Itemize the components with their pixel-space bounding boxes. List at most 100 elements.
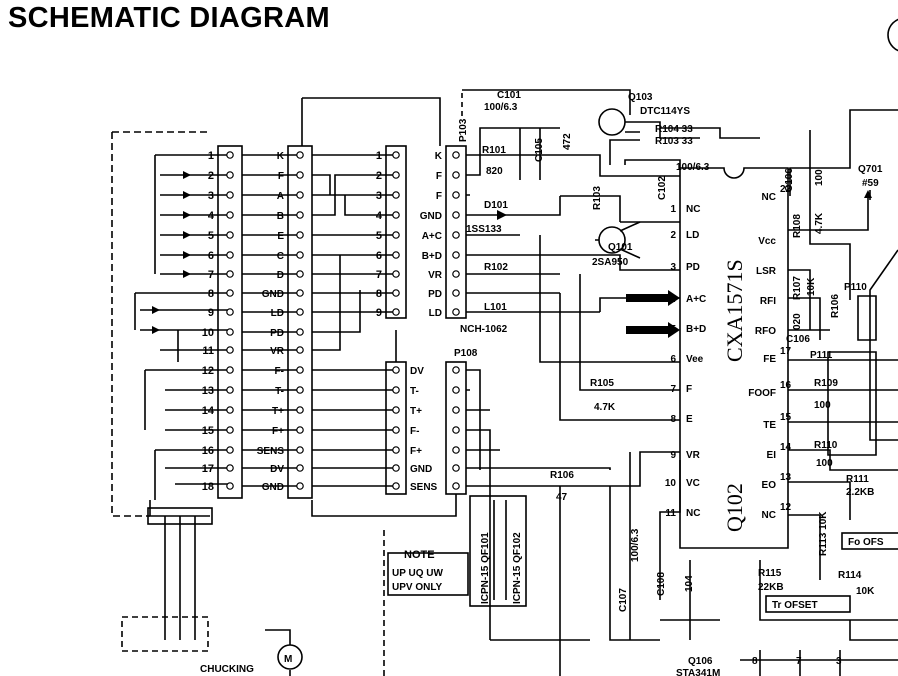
ic-pin-name-3: PD: [686, 262, 700, 273]
ic-pin-name-11: NC: [686, 508, 700, 519]
ic-pin-num-5: 5: [670, 324, 676, 335]
q106-part: STA341M: [676, 668, 720, 676]
p103-label: P103: [458, 118, 469, 142]
r110-value: 100: [816, 458, 833, 469]
mid-pin-15: [296, 426, 304, 434]
p111-label: P111: [810, 350, 833, 361]
left-pin-14: [226, 406, 234, 414]
r104-label: R104 33: [655, 124, 693, 135]
ic-pin-name-7: F: [686, 384, 692, 395]
left-signal-3: A: [277, 191, 284, 202]
p103-signal-3: F: [436, 191, 442, 202]
p108-left-pin-6: [392, 464, 400, 472]
left-signal-8: GND: [262, 289, 284, 300]
ic-pin-num-7: 7: [670, 384, 676, 395]
left-pin-17: [226, 464, 234, 472]
left-pin-8: [226, 289, 234, 297]
mid-pin-7: [296, 270, 304, 278]
mid-pin-18: [296, 482, 304, 490]
chucking-label: CHUCKING: [200, 664, 254, 675]
mid-pin-12: [296, 366, 304, 374]
r106b-label: R106: [830, 294, 841, 318]
p103-pin-number-6: 6: [376, 250, 382, 262]
left-pin-number-7: 7: [208, 269, 214, 281]
left-pin-2: [226, 171, 234, 179]
c108-top-label: C106: [786, 334, 810, 345]
left-pin-number-8: 8: [208, 288, 214, 300]
p103-right-pin-2: [452, 171, 460, 179]
left-signal-6: C: [277, 251, 284, 262]
mid-pin-13: [296, 386, 304, 394]
left-signal-17: DV: [270, 464, 284, 475]
left-signal-10: PD: [270, 328, 284, 339]
l101-label: L101: [484, 302, 507, 313]
p103-right-pin-4: [452, 211, 460, 219]
left-pin-number-12: 12: [202, 365, 214, 377]
ic-pin-num-10: 10: [665, 478, 677, 489]
mid-pin-6: [296, 251, 304, 259]
q103-part: DTC114YS: [640, 106, 690, 117]
p108-signal-3: T+: [410, 406, 422, 417]
note-line-2: UPV ONLY: [392, 582, 443, 593]
mid-pin-17: [296, 464, 304, 472]
p103-pin-number-1: 1: [376, 150, 382, 162]
ic-right-pin-num-14: 14: [780, 442, 792, 453]
left-signal-5: E: [277, 231, 284, 242]
r105-label: R105: [590, 378, 614, 389]
q106-pin-3: 3: [836, 656, 842, 667]
ic-right-pin-name-2: Vcc: [758, 236, 776, 247]
left-signal-1: K: [277, 151, 285, 162]
p103-right-pin-7: [452, 270, 460, 278]
c101-label: C101: [497, 90, 521, 101]
r101-label: R101: [482, 145, 506, 156]
left-signal-11: VR: [270, 346, 285, 357]
r101-value: 820: [486, 166, 503, 177]
p108-right-pin-5: [452, 446, 460, 454]
qf101-label: ICPN-15 QF101: [480, 532, 491, 604]
ic-right-pin-name-9: EI: [767, 450, 777, 461]
c106-label: C106: [784, 168, 795, 192]
p103-signal-1: K: [435, 151, 443, 162]
r110-label: R110: [814, 440, 838, 451]
p103-left-pin-3: [392, 191, 400, 199]
left-pin-7: [226, 270, 234, 278]
left-signal-16: SENS: [257, 446, 285, 457]
p103-signal-9: LD: [429, 308, 442, 319]
p108-left-pin-2: [392, 386, 400, 394]
p108-right-pin-2: [452, 386, 460, 394]
ic-right-pin-name-7: FOOF: [748, 388, 776, 399]
r113-label: R113 10K: [818, 511, 829, 556]
q103-label: Q103: [628, 92, 653, 103]
r109-label: R109: [814, 378, 838, 389]
r106-value: 47: [556, 492, 568, 503]
note-line-1: UP UQ UW: [392, 568, 443, 579]
ic-pin-num-3: 3: [670, 262, 676, 273]
left-pin-11: [226, 346, 234, 354]
r114-label: R114: [838, 570, 862, 581]
mid-pin-3: [296, 191, 304, 199]
fo-ofs-label: Fo OFS: [848, 537, 884, 548]
r107-label: R107: [792, 276, 803, 300]
left-signal-18: GND: [262, 482, 284, 493]
ic-pin-num-1: 1: [670, 204, 676, 215]
r108-value: 4.7K: [814, 212, 825, 234]
q101-part: 2SA950: [592, 257, 629, 268]
p103-signal-8: PD: [428, 289, 442, 300]
left-signal-12: F-: [275, 366, 284, 377]
left-pin-number-4: 4: [208, 210, 215, 222]
p108-right-pin-4: [452, 426, 460, 434]
ic-right-pin-name-1: NC: [762, 192, 776, 203]
left-pin-number-6: 6: [208, 250, 214, 262]
c106-value: 100: [814, 169, 825, 186]
p103-right-pin-6: [452, 251, 460, 259]
mid-pin-8: [296, 289, 304, 297]
ic-right-pin-name-5: RFO: [755, 326, 776, 337]
p103-pin-number-3: 3: [376, 190, 382, 202]
left-signal-13: T-: [275, 386, 284, 397]
ic-pin-name-10: VC: [686, 478, 700, 489]
mid-pin-2: [296, 171, 304, 179]
r103-label: R103: [592, 186, 603, 210]
left-pin-4: [226, 211, 234, 219]
